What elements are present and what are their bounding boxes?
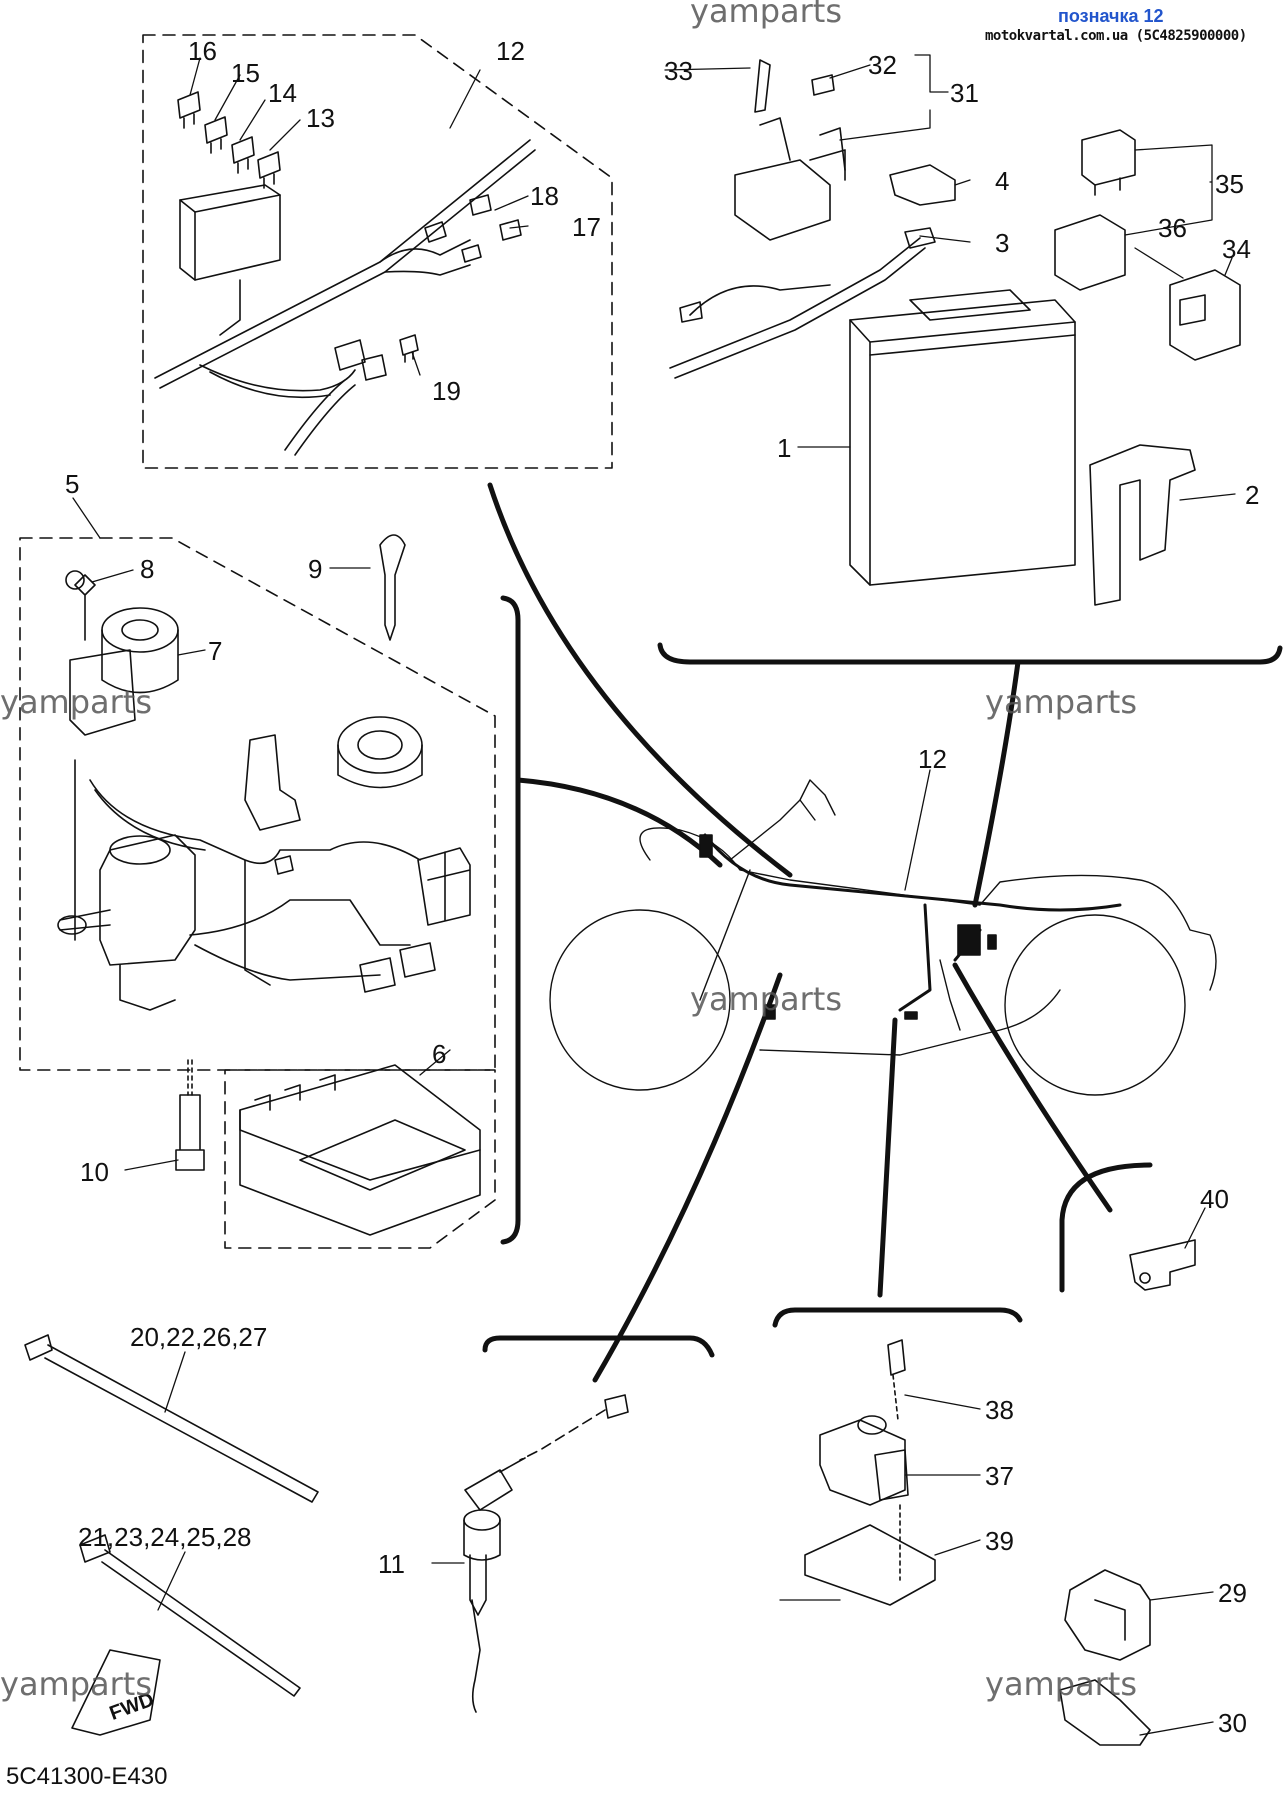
bracket-main-switch <box>500 595 521 1245</box>
callout-31: 31 <box>950 78 979 108</box>
bracket-sensor-11 <box>482 1335 715 1358</box>
header-site: motokvartal.com.ua (5C4825900000) <box>985 28 1247 44</box>
cable-ties <box>24 1334 319 1736</box>
bike-harness <box>703 833 1122 912</box>
watermark: yamparts <box>985 683 1138 721</box>
callout-12-top: 12 <box>496 36 525 66</box>
callout-38: 38 <box>985 1395 1014 1425</box>
leader-sensor <box>592 972 783 1383</box>
harness-group-box <box>142 34 613 469</box>
watermark: yamparts <box>690 0 843 30</box>
leader-battery <box>972 659 1021 908</box>
callout-32: 32 <box>868 50 897 80</box>
ecu-part <box>239 1064 481 1236</box>
bracket-relay-37 <box>772 1307 1023 1328</box>
callout-14: 14 <box>268 78 297 108</box>
callout-2: 2 <box>1245 480 1259 510</box>
callout-11: 11 <box>378 1549 405 1579</box>
bracket-bracket-40 <box>1059 1162 1153 1293</box>
callout-10: 10 <box>80 1157 109 1187</box>
ecu-group-box <box>224 1069 496 1249</box>
callout-4: 4 <box>995 166 1009 196</box>
callout-18: 18 <box>530 181 559 211</box>
callout-33: 33 <box>664 56 693 86</box>
header-badge[interactable]: позначка 12 <box>1058 6 1164 26</box>
watermark: yamparts <box>985 1665 1138 1703</box>
clamp-parts <box>1059 1569 1151 1746</box>
leader-bracket40 <box>952 962 1113 1213</box>
main-switch-group-box <box>19 537 496 1071</box>
sensor-part <box>463 1394 629 1713</box>
callout-17: 17 <box>572 212 601 242</box>
leader-harness <box>487 482 793 878</box>
watermark: yamparts <box>0 683 153 721</box>
callout-9: 9 <box>308 554 322 584</box>
callout-16: 16 <box>188 36 217 66</box>
callout-36: 36 <box>1158 213 1187 243</box>
callout-3: 3 <box>995 228 1009 258</box>
callout-13: 13 <box>306 103 335 133</box>
callout-20-22-26-27: 20,22,26,27 <box>130 1322 267 1352</box>
callout-15: 15 <box>231 58 260 88</box>
battery-area-parts <box>669 59 1241 606</box>
watermark: yamparts <box>690 980 843 1018</box>
callout-39: 39 <box>985 1526 1014 1556</box>
harness-parts <box>154 91 536 456</box>
bracket40-part <box>1129 1239 1196 1291</box>
callout-19: 19 <box>432 376 461 406</box>
callout-7: 7 <box>208 636 222 666</box>
callout-30: 30 <box>1218 1708 1247 1738</box>
callout-8: 8 <box>140 554 154 584</box>
callout-5: 5 <box>65 469 79 499</box>
callout-29: 29 <box>1218 1578 1247 1608</box>
callout-34: 34 <box>1222 234 1251 264</box>
motorcycle-outline <box>549 779 1217 1096</box>
watermark: yamparts <box>0 1665 153 1703</box>
relay37-parts <box>804 1339 936 1606</box>
callout-leaders <box>72 54 1236 1736</box>
callout-35: 35 <box>1215 169 1244 199</box>
callout-1: 1 <box>777 433 791 463</box>
callout-21-23-24-25-28: 21,23,24,25,28 <box>78 1522 252 1552</box>
leader-relay <box>877 1017 898 1298</box>
main-switch-parts <box>57 534 471 1171</box>
callout-40: 40 <box>1200 1184 1229 1214</box>
diagram-code: 5C41300-E430 <box>6 1763 168 1790</box>
callout-12-bike: 12 <box>918 744 947 774</box>
bracket-battery <box>657 642 1283 665</box>
callout-37: 37 <box>985 1461 1014 1491</box>
callout-6: 6 <box>432 1039 446 1069</box>
